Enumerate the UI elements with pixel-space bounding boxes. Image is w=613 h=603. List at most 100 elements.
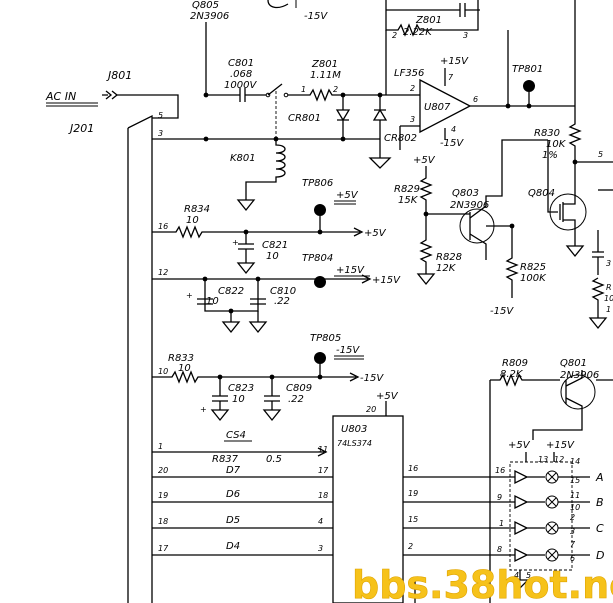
label-rail-m15v: -15V <box>360 373 384 384</box>
label-r829: R829 <box>394 184 420 195</box>
label-p15v-u807: +15V <box>440 56 469 67</box>
label-r825-val: 100K <box>520 273 547 284</box>
rail-p5v: 16 R834 10 +5V + C821 10 <box>152 204 387 275</box>
pin-u803-17: 17 <box>318 466 329 475</box>
pin-drv-11: 11 <box>570 491 580 500</box>
label-p5v-drv: +5V <box>508 440 531 451</box>
junction <box>509 223 515 229</box>
pin-z801-1: 1 <box>301 85 306 94</box>
label-r833-val: 10 <box>178 363 191 374</box>
svg-text:+: + <box>186 291 193 300</box>
data-lines: 1 CS4 R837 0.5 20 D7 19 D6 18 D5 17 D4 <box>152 430 505 603</box>
label-cs4: CS4 <box>226 430 246 441</box>
testpoint-tp806: TP806 +5V <box>302 178 359 232</box>
label-z801: Z801 <box>311 59 338 70</box>
label-u803-part: 74LS374 <box>337 439 372 448</box>
label-r809-val: 8.2K <box>500 369 524 380</box>
label-c809-val: .22 <box>288 394 304 405</box>
label-ac-in: AC IN <box>45 90 76 103</box>
label-u807: U807 <box>424 102 451 113</box>
label-r828-val: 12K <box>436 263 457 274</box>
pin-j201-19: 19 <box>158 491 168 500</box>
label-tp804-rail: +15V <box>336 265 365 276</box>
testpoint-tp805: TP805 -15V <box>310 333 364 377</box>
label-lf356: LF356 <box>394 68 424 79</box>
pin-u803-19: 19 <box>408 489 418 498</box>
pin-u803-18: 18 <box>318 491 328 500</box>
label-r830-tol: 1% <box>542 150 558 161</box>
pin-drv-14: 14 <box>570 457 580 466</box>
pin-drv-1: 1 <box>499 519 504 528</box>
label-tp805-rail: -15V <box>336 345 360 356</box>
ic-u803: U803 74LS374 +5V 20 11 17 18 4 3 16 19 1… <box>318 391 418 603</box>
label-top-m15v: -15V <box>304 11 328 22</box>
resistor-z801: Z801 1.11M 1 2 <box>288 59 410 102</box>
label-c801-volt: 1000V <box>224 80 257 91</box>
label-r837: R837 <box>212 454 239 465</box>
testpoint-tp801: TP801 <box>512 0 576 106</box>
pin-drv-12: 12 <box>554 455 564 464</box>
junction <box>203 136 209 142</box>
label-k801: K801 <box>230 153 256 164</box>
cut-label-3: 3 <box>606 259 611 268</box>
label-c822-val: 10 <box>206 296 219 307</box>
pin-drv-8: 8 <box>497 545 502 554</box>
pin-j201-17: 17 <box>158 544 169 553</box>
label-c801: C801 <box>228 58 254 69</box>
transistor-q801: R809 8.2K Q801 2N3906 <box>489 358 613 603</box>
label-out-c: C <box>596 522 604 535</box>
cut-label-1pct: 1 <box>606 305 611 314</box>
pin-z-top-3: 3 <box>463 31 468 40</box>
label-c821-val: 10 <box>266 251 279 262</box>
label-j801: J801 <box>106 69 132 82</box>
pin-z801-2: 2 <box>333 85 338 94</box>
pin-drv-13: 13 <box>538 455 548 464</box>
pin-drv-9: 9 <box>497 493 502 502</box>
label-q803: Q803 <box>452 188 479 199</box>
transistor-q803: +5V R829 15K R828 12K Q803 2N3906 R825 1… <box>394 139 548 317</box>
label-r834-val: 10 <box>186 215 199 226</box>
label-d7: D7 <box>226 465 241 476</box>
label-top-z-val: 2.22K <box>403 27 433 38</box>
label-r829-val: 15K <box>398 195 419 206</box>
label-rail-p5v: +5V <box>364 228 387 239</box>
label-r825: R825 <box>520 262 546 273</box>
pin-u803-4: 4 <box>318 517 323 526</box>
label-r837-val: 0.5 <box>266 454 282 465</box>
pin-u807-4: 4 <box>451 125 456 134</box>
label-tp804: TP804 <box>302 253 333 264</box>
lamp-driver: +5V +15V 13 12 14 16 15 A 9 11 10 B 1 2 … <box>495 440 604 589</box>
pin-drv-3: 3 <box>570 527 575 536</box>
watermark: bbs.38hot.net <box>352 563 613 603</box>
label-c809: C809 <box>286 383 312 394</box>
pin-drv-4: 4 <box>514 571 519 580</box>
label-tp805: TP805 <box>310 333 341 344</box>
label-c810-val: .22 <box>274 296 290 307</box>
pin-drv-2: 2 <box>570 513 575 522</box>
rail-m15v: 10 R833 10 -15V + C823 10 C809 .22 <box>152 353 384 422</box>
pin-z-top-2: 2 <box>392 31 397 40</box>
svg-text:+: + <box>232 238 239 247</box>
pin-j201-10: 10 <box>158 367 168 376</box>
label-tp801: TP801 <box>512 64 543 75</box>
label-c823: C823 <box>228 383 254 394</box>
pin-u803-20: 20 <box>366 405 376 414</box>
pin-drv-5: 5 <box>526 571 531 580</box>
label-tp806: TP806 <box>302 178 333 189</box>
pin-u803-2: 2 <box>408 542 413 551</box>
label-tp806-rail: +5V <box>336 190 359 201</box>
label-d4: D4 <box>226 541 240 552</box>
label-q805: Q805 <box>192 0 219 11</box>
feedback-network: Z801 2.22K 2 3 <box>385 0 480 95</box>
pin-drv-15: 15 <box>570 476 580 485</box>
cut-label-r: R <box>606 283 612 292</box>
label-q803-part: 2N3906 <box>450 200 489 211</box>
pin-j201-3: 3 <box>158 129 163 138</box>
pin-j201-20: 20 <box>158 466 168 475</box>
pin-u803-3: 3 <box>318 544 323 553</box>
label-r809: R809 <box>502 358 528 369</box>
label-out-d: D <box>596 549 604 562</box>
svg-text:+: + <box>200 405 207 414</box>
ac-input: J801 AC IN 5 <box>45 69 179 120</box>
diodes-cr801-cr802: CR801 CR802 <box>288 95 417 169</box>
